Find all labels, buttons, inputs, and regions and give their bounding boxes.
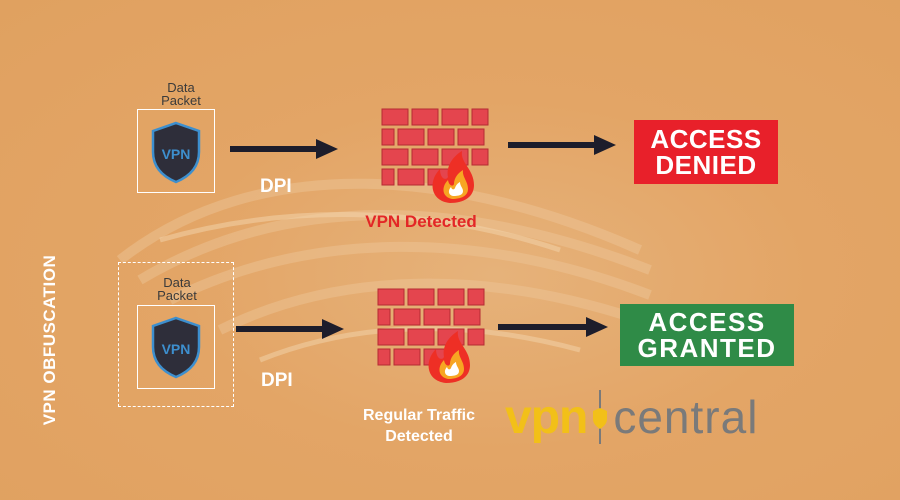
caption-line1: Data: [167, 80, 195, 95]
shield-label: VPN: [162, 341, 191, 357]
result-line2: GRANTED: [637, 333, 777, 363]
dpi-label: DPI: [261, 370, 293, 391]
caption-line2: Packet: [157, 288, 197, 303]
shield-pin-icon: [593, 390, 608, 444]
detection-line1: Regular Traffic: [362, 407, 476, 424]
access-granted-badge: ACCESS GRANTED: [620, 304, 794, 366]
obfuscation-wrapper-box: [118, 262, 234, 407]
arrow-right-icon: [498, 317, 608, 337]
caption-line1: Data: [163, 275, 191, 290]
flame-icon: [428, 331, 470, 383]
firewall-brick-icon: [381, 108, 489, 203]
vpn-shield-icon: VPN: [151, 121, 201, 184]
detection-label: Regular Traffic Detected: [319, 405, 519, 447]
logo-vpn-text: vpn: [505, 390, 588, 444]
result-line1: ACCESS: [648, 307, 766, 337]
result-line1: ACCESS: [650, 124, 762, 154]
shield-label: VPN: [162, 146, 191, 162]
vpn-shield-icon: VPN: [151, 316, 201, 379]
dpi-label: DPI: [260, 176, 292, 197]
arrow-right-icon: [230, 139, 338, 159]
detection-line2: Detected: [385, 428, 453, 445]
access-denied-badge: ACCESS DENIED: [634, 120, 778, 184]
arrow-right-icon: [508, 135, 616, 155]
data-packet-caption: Data Packet: [132, 276, 222, 302]
data-packet-box: [137, 109, 215, 193]
logo-central-text: central: [613, 391, 759, 443]
flame-icon: [432, 151, 474, 203]
arrow-right-icon: [236, 319, 344, 339]
result-line2: DENIED: [655, 150, 757, 180]
data-packet-caption: Data Packet: [136, 81, 226, 107]
detection-label: VPN Detected: [365, 212, 477, 231]
vpncentral-logo: vpn central: [505, 382, 835, 452]
firewall-brick-icon: [377, 288, 485, 383]
vpn-obfuscation-label: VPN OBFUSCATION: [40, 254, 59, 426]
data-packet-box: [137, 305, 215, 389]
caption-line2: Packet: [161, 93, 201, 108]
